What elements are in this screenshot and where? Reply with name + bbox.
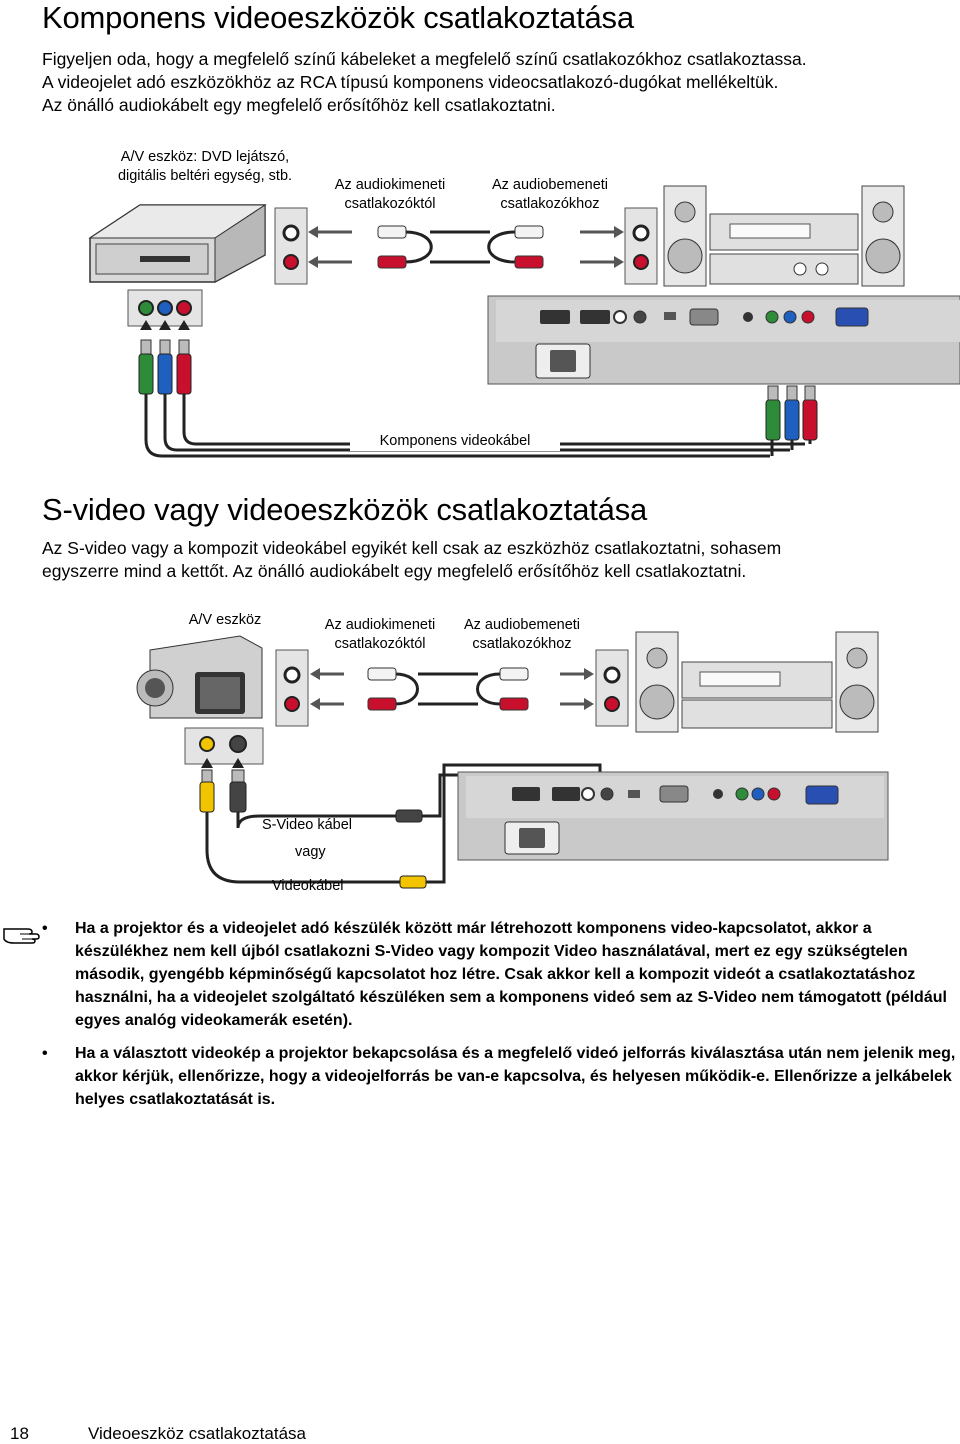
intro-line: Az önálló audiokábelt egy megfelelő erős…	[42, 95, 556, 115]
projector-panel-icon	[487, 295, 960, 385]
intro-line: Figyeljen oda, hogy a megfelelő színű ká…	[42, 49, 807, 69]
caption-line: A/V eszköz: DVD lejátszó,	[120, 149, 290, 165]
camcorder-icon	[136, 635, 263, 719]
audio-in-caption: Az audiobemeneti csatlakozókhoz	[442, 616, 602, 654]
audio-out-caption: Az audiokimeneti csatlakozóktól	[300, 616, 460, 654]
component-diagram	[88, 185, 960, 458]
caption-line: Az audiokimeneti	[324, 617, 436, 633]
dvd-player-icon	[88, 204, 267, 283]
intro-text: Az S-video vagy a kompozit videokábel eg…	[42, 537, 942, 583]
audio-cable-icon	[308, 225, 624, 269]
stereo-system-icon	[663, 185, 905, 287]
caption-line: csatlakozókhoz	[500, 196, 600, 212]
note-text: Ha a projektor és a videojelet adó készü…	[75, 920, 947, 1029]
page-number: 18	[10, 1424, 29, 1443]
audio-out-jacks-icon	[274, 207, 308, 285]
intro-text: Figyeljen oda, hogy a megfelelő színű ká…	[42, 48, 942, 117]
av-device-caption: A/V eszköz: DVD lejátszó, digitális belt…	[100, 148, 310, 186]
stereo-system-icon	[635, 631, 879, 733]
audio-cable-icon	[310, 667, 594, 711]
audio-in-jacks-icon	[595, 649, 629, 727]
bullet: •	[42, 1045, 48, 1062]
note-item: • Ha a választott videokép a projektor b…	[42, 1042, 960, 1111]
caption-line: csatlakozóktól	[344, 196, 436, 212]
svideo-cable-label: S-Video kábel	[262, 817, 353, 833]
intro-line: Az S-video vagy a kompozit videokábel eg…	[42, 538, 782, 558]
section-title: Komponens videoeszközök csatlakoztatása	[42, 0, 634, 35]
av-device-caption: A/V eszköz	[188, 612, 262, 628]
component-cable-label: Komponens videokábel	[350, 432, 560, 451]
intro-line: A videojelet adó eszközökhöz az RCA típu…	[42, 72, 779, 92]
section-title: S-video vagy videoeszközök csatlakoztatá…	[42, 492, 648, 527]
caption-line: digitális beltéri egység, stb.	[117, 168, 293, 184]
audio-out-caption: Az audiokimeneti csatlakozóktól	[310, 176, 470, 214]
note-text: Ha a választott videokép a projektor bek…	[75, 1045, 956, 1108]
footer-section: Videoeszköz csatlakoztatása	[88, 1424, 306, 1443]
caption-line: csatlakozóktól	[334, 636, 426, 652]
video-cable-label: Videokábel	[272, 878, 344, 894]
or-label: vagy	[295, 844, 326, 860]
audio-in-caption: Az audiobemeneti csatlakozókhoz	[470, 176, 630, 214]
caption-line: csatlakozókhoz	[472, 636, 572, 652]
component-out-jacks-icon	[127, 289, 203, 330]
intro-line: egyszerre mind a kettőt. Az önálló audio…	[42, 561, 747, 581]
video-out-jacks-icon	[184, 727, 264, 768]
audio-in-jacks-icon	[624, 207, 658, 285]
caption-line: Az audiobemeneti	[491, 177, 609, 193]
pointing-hand-icon	[3, 928, 40, 944]
caption-line: Az audiobemeneti	[463, 617, 581, 633]
audio-out-jacks-icon	[275, 649, 309, 727]
note-item: • Ha a projektor és a videojelet adó kés…	[42, 917, 960, 1032]
caption-line: Az audiokimeneti	[334, 177, 446, 193]
notes-list: • Ha a projektor és a videojelet adó kés…	[42, 917, 960, 1121]
svideo-diagram	[136, 631, 889, 889]
projector-panel-icon	[457, 771, 889, 861]
bullet: •	[42, 920, 48, 937]
